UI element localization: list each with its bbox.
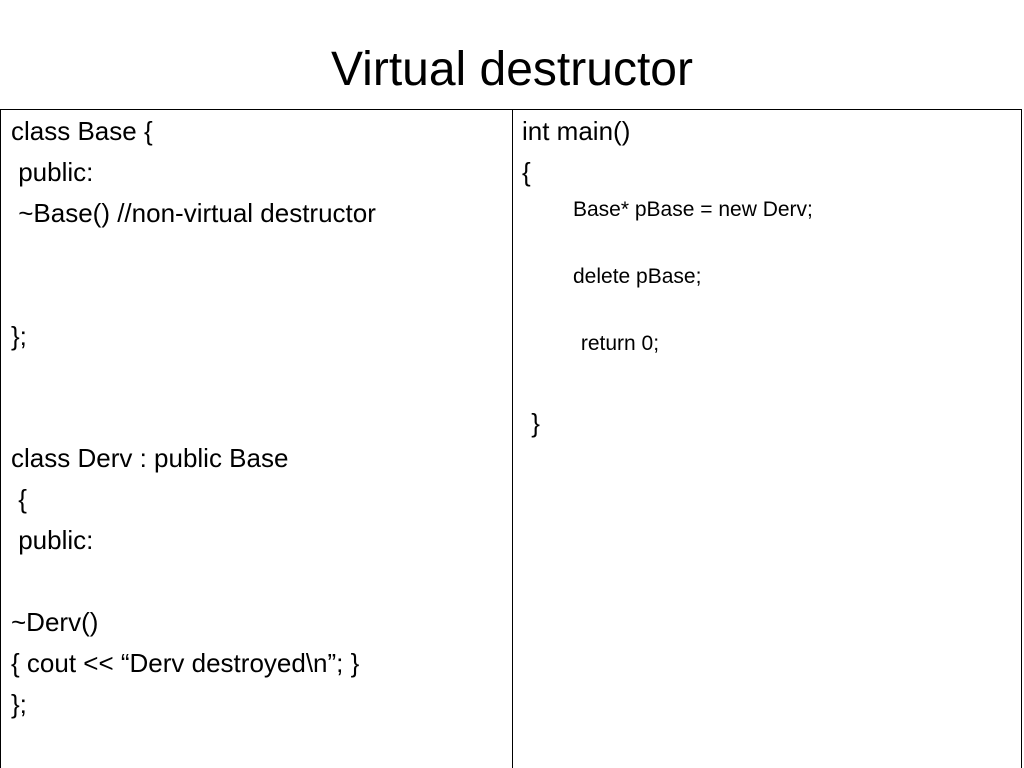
- code-line-derv-body: { cout << “Derv destroyed\n”; }: [11, 648, 360, 678]
- code-table: class Base { public: ~Base() //non-virtu…: [0, 109, 1022, 768]
- code-line-derv-destructor: ~Derv(): [11, 607, 99, 637]
- code-line-class-base: class Base {: [11, 116, 153, 146]
- code-line-derv-close: };: [11, 689, 27, 719]
- code-line-delete: delete pBase;: [573, 265, 702, 288]
- code-line-return: return 0;: [575, 332, 660, 355]
- column-divider: [512, 110, 513, 768]
- code-line-base-destructor: ~Base() //non-virtual destructor: [11, 198, 376, 228]
- slide-title: Virtual destructor: [331, 43, 693, 96]
- code-line-main-open: {: [522, 157, 531, 187]
- code-line-int-main: int main(): [522, 116, 631, 146]
- code-line-derv-open: {: [11, 484, 27, 514]
- code-line-new-derv: Base* pBase = new Derv;: [573, 198, 813, 221]
- code-line-class-derv: class Derv : public Base: [11, 443, 289, 473]
- code-line-base-public: public:: [11, 157, 94, 187]
- code-line-main-close: }: [524, 408, 540, 438]
- code-line-derv-public: public:: [11, 525, 94, 555]
- code-line-base-close: };: [11, 321, 27, 351]
